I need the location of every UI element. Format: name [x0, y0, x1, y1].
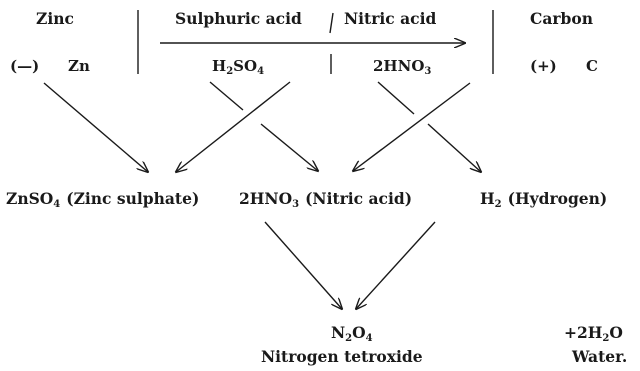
line-hydrogen-top: [209, 81, 244, 111]
arrow-zinc-to-znso4: [43, 82, 148, 172]
divider-acids-top: [329, 12, 334, 34]
product-2hno3: 2HNO3(Nitric acid): [239, 189, 412, 210]
line-nitric-top: [377, 81, 415, 115]
formula-2hno3: 2HNO3: [373, 57, 431, 77]
result-water-name: Water.: [571, 347, 627, 366]
header-carbon: Carbon: [530, 9, 593, 28]
arrow-to-nitric-acid: [260, 123, 318, 171]
result-n2o4-name: Nitrogen tetroxide: [261, 347, 423, 366]
product-h2: H2(Hydrogen): [480, 189, 607, 210]
zinc-symbol: Zn: [68, 57, 90, 75]
arrow-hydrogen-to-n2o4: [356, 221, 436, 309]
arrow-to-hydrogen: [427, 123, 481, 172]
product-znso4: ZnSO4(Zinc sulphate): [6, 189, 199, 210]
zinc-sign: (—): [10, 57, 39, 75]
header-zinc: Zinc: [36, 9, 74, 28]
header-nitric-acid: Nitric acid: [344, 9, 436, 28]
result-water: +2H2O: [564, 323, 623, 344]
result-n2o4: N2O4: [331, 323, 373, 344]
carbon-sign: (+): [530, 57, 557, 75]
arrow-sulphate-to-znso4: [176, 81, 291, 172]
arrow-nitric-to-nitric: [353, 82, 471, 171]
arrow-nitric-to-n2o4: [264, 221, 342, 309]
formula-h2so4: H2SO4: [212, 57, 264, 77]
header-sulphuric-acid: Sulphuric acid: [175, 9, 302, 28]
carbon-symbol: C: [586, 57, 598, 75]
